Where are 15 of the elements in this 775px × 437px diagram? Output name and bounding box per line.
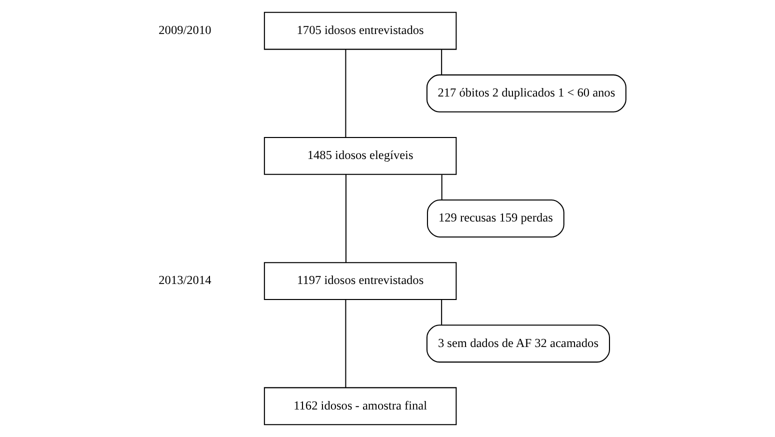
node-box: 217 óbitos 2 duplicados 1 < 60 anos <box>426 74 626 112</box>
connector <box>344 300 346 388</box>
connector <box>344 49 346 138</box>
connector <box>440 50 442 75</box>
label: 2009/2010 <box>158 23 211 38</box>
node-box: 1197 idosos entrevistados <box>263 262 456 300</box>
node-box: 3 sem dados de AF 32 acamados <box>426 324 610 363</box>
connector <box>440 174 442 200</box>
connector <box>344 174 346 262</box>
connector <box>440 300 442 325</box>
label: 2013/2014 <box>158 273 211 288</box>
node-box: 129 recusas 159 perdas <box>426 200 564 238</box>
node-box: 1485 idosos elegíveis <box>263 136 456 175</box>
node-box: 1162 idosos - amostra final <box>263 387 456 426</box>
node-box: 1705 idosos entrevistados <box>263 12 456 50</box>
